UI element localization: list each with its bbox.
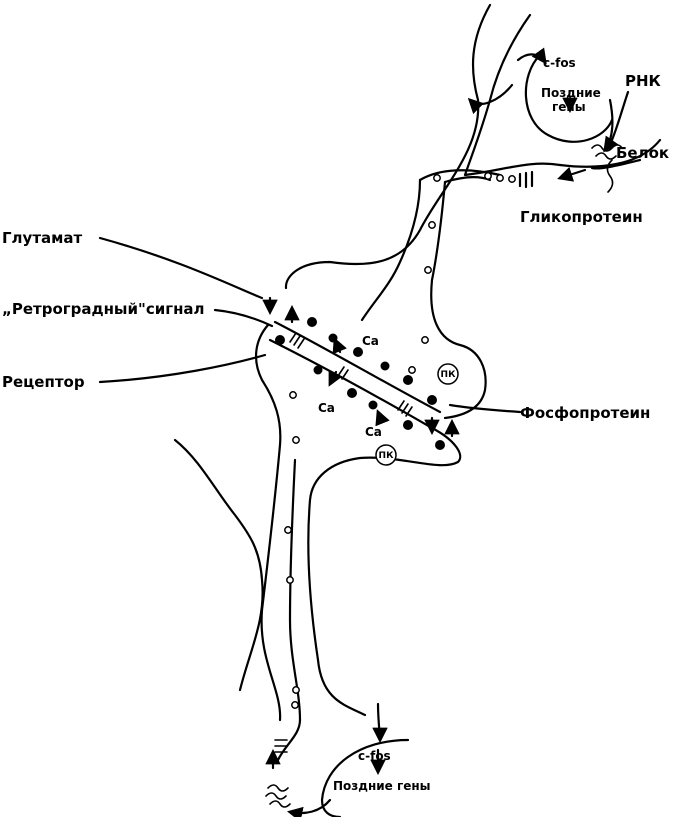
label-retrograde-signal: „Ретроградный"сигнал [2, 300, 205, 318]
svg-text:ПК: ПК [379, 451, 395, 461]
pk-marker-1: ПК [437, 363, 459, 385]
lower-neuron-right-wall [307, 426, 462, 717]
upper-axon-to-glyco [418, 169, 502, 182]
label-cfos-bottom: c-fos [358, 749, 391, 763]
upper-axon-inner-left [360, 178, 422, 322]
synaptic-cleft-lower [268, 338, 434, 430]
top-nucleus-outline [524, 53, 614, 143]
label-rna: РНК [625, 72, 662, 90]
label-glutamate: Глутамат [2, 229, 83, 247]
lower-axon-inner [288, 458, 302, 722]
label-phosphoprotein: Фосфопротеин [520, 404, 650, 422]
receptor-dots-lower [275, 335, 445, 450]
leader-lines [98, 90, 642, 414]
pk-marker-2: ПК [375, 444, 397, 466]
lower-neuron-left-wall [254, 323, 282, 722]
vesicle-chain-upper [408, 172, 516, 374]
lower-neuron-left-wall-outer [173, 438, 264, 692]
label-ca-1: Ca [362, 334, 379, 348]
label-ca-3: Ca [365, 425, 382, 439]
vesicle-chain-lower [284, 391, 300, 709]
upper-neuron-right-wall [463, 13, 562, 177]
bottom-nucleus-outline [320, 738, 410, 817]
label-glycoprotein: Гликопротеин [520, 208, 643, 226]
arrows [262, 47, 619, 817]
synaptic-cleft-upper [273, 320, 442, 414]
upper-neuron-outer-wall [284, 3, 492, 290]
label-protein: Белок [616, 144, 669, 162]
upper-neuron-soma-wall [558, 138, 662, 168]
label-receptor: Рецептор [2, 373, 85, 391]
upper-axon-inner-right [430, 180, 487, 420]
receptor-dots-upper [307, 317, 437, 405]
label-late-genes-bottom: Поздние гены [333, 779, 431, 793]
rna-squiggles [265, 144, 623, 808]
label-late-genes-top-2: гены [552, 100, 586, 114]
protein-marks [274, 170, 534, 753]
label-late-genes-top-1: Поздние [541, 86, 601, 100]
label-cfos-top: c-fos [543, 56, 576, 70]
ion-channel-marks [289, 332, 413, 417]
svg-text:ПК: ПК [441, 370, 457, 380]
label-ca-2: Ca [318, 401, 335, 415]
